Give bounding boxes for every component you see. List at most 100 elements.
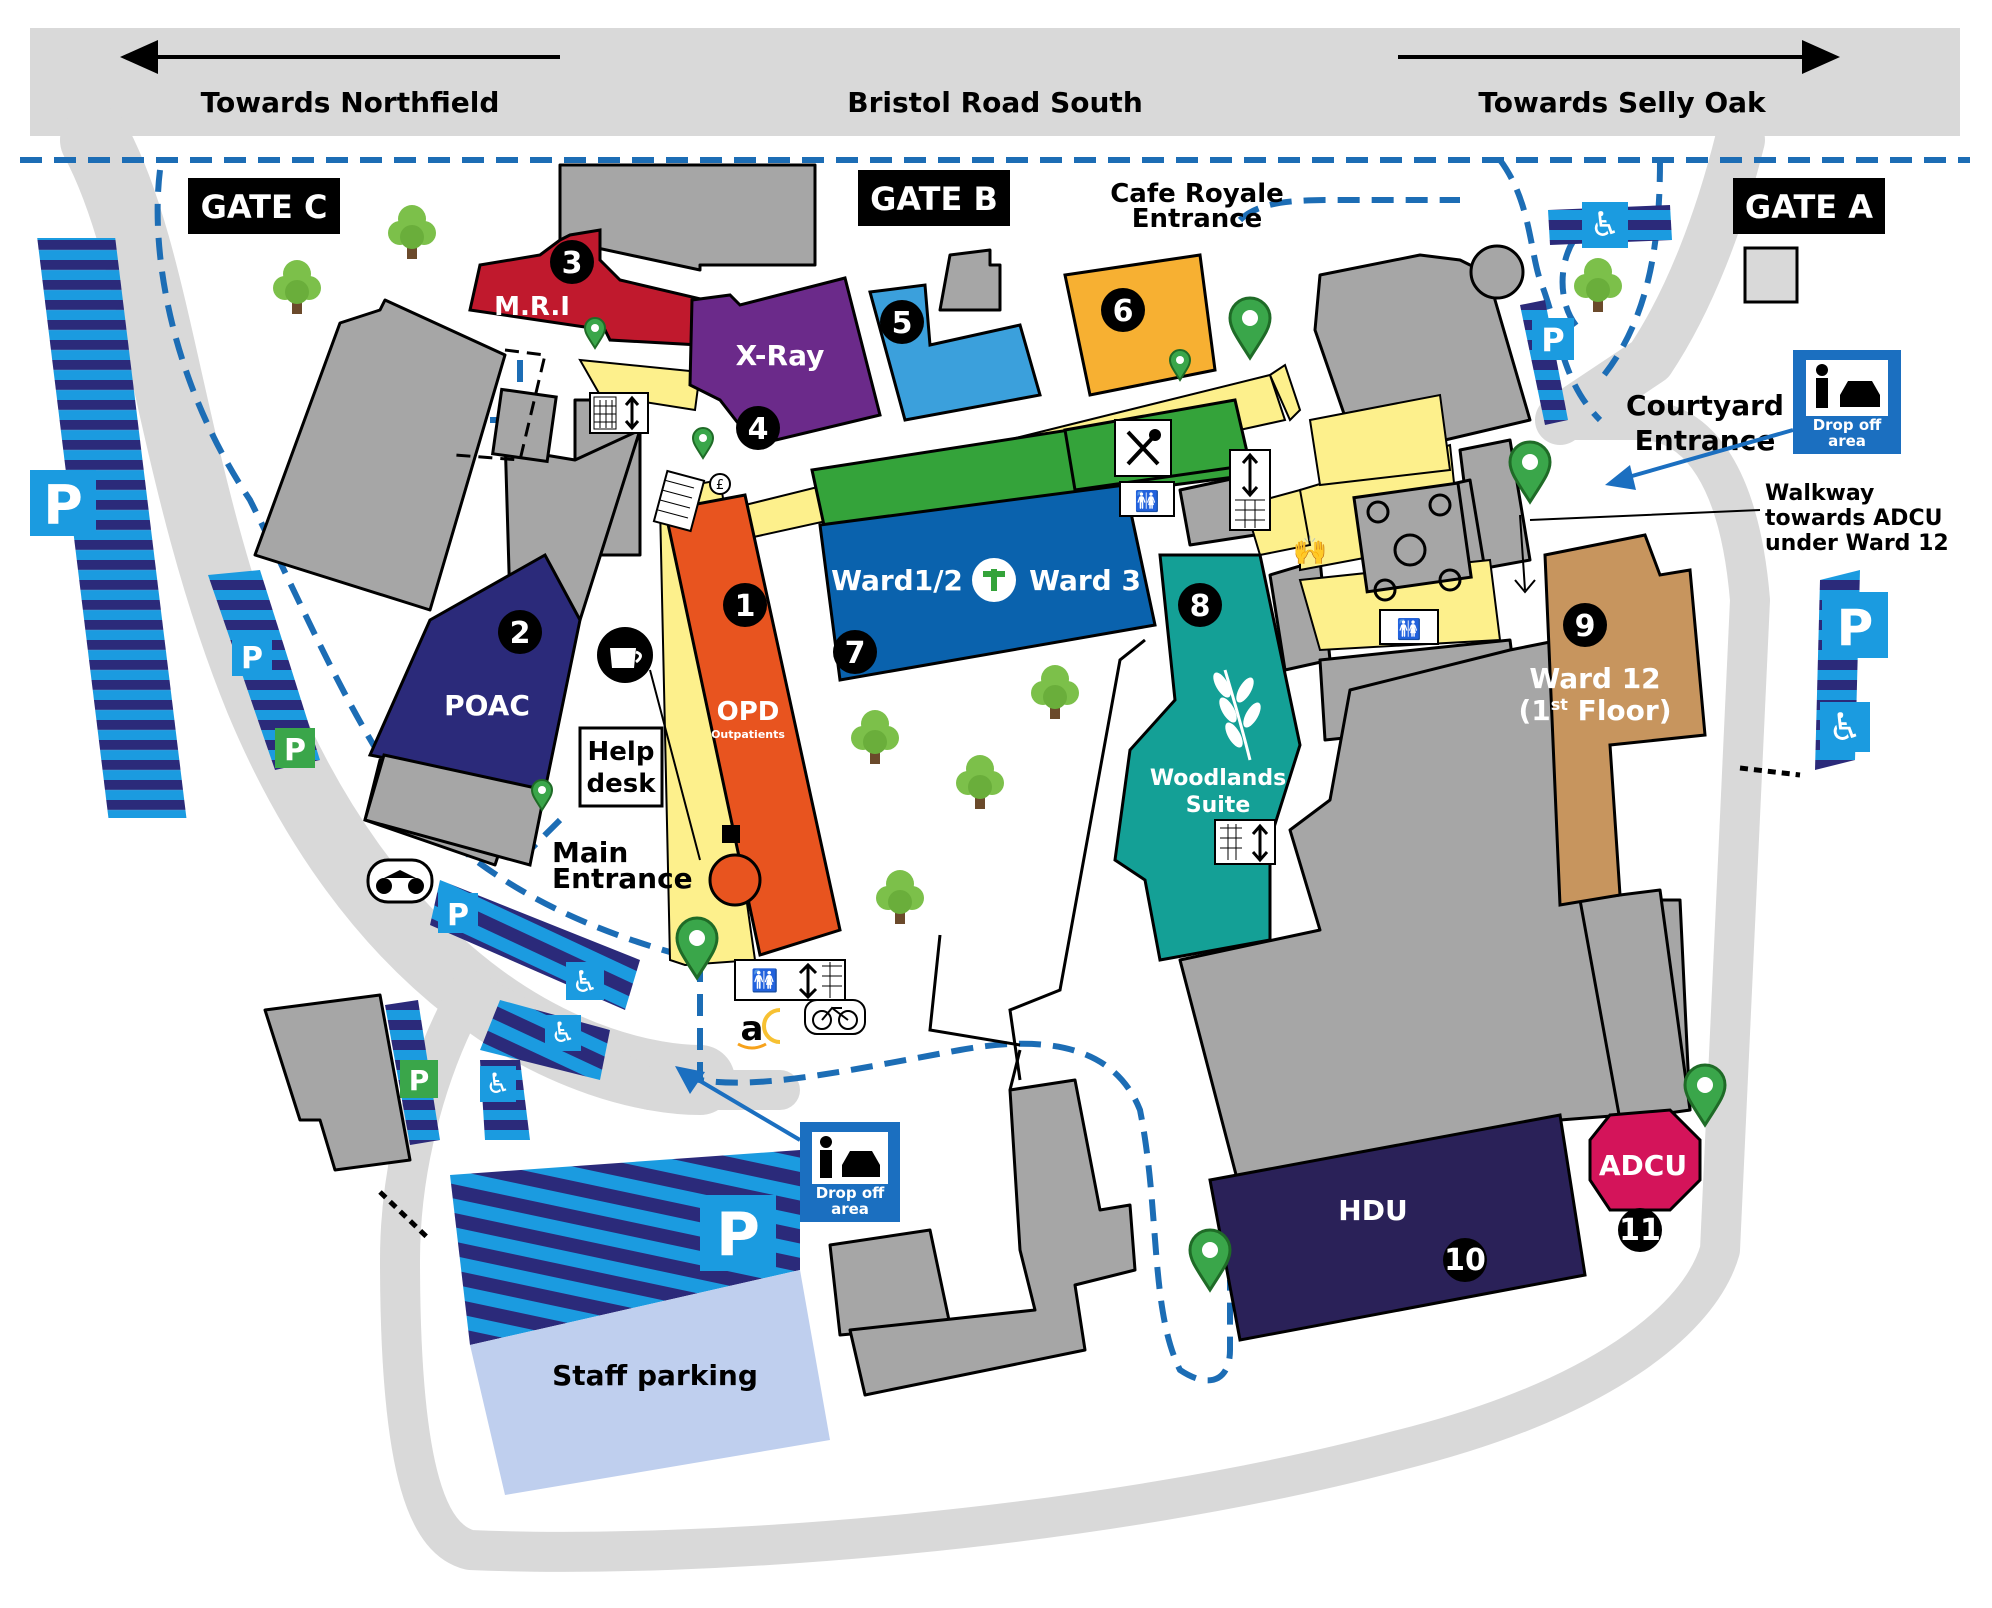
disabled-symbol: ♿ <box>572 965 599 1000</box>
gate-a-label-box <box>1733 178 1885 234</box>
building-opd <box>663 493 842 957</box>
stairs-icon <box>652 469 706 533</box>
walkway-pointer <box>1514 509 1761 594</box>
toilets-icon: 🚻 <box>1119 481 1175 517</box>
cafe-entrance-label-2: Entrance <box>1132 204 1263 234</box>
location-pin-icon <box>1188 1228 1232 1292</box>
drop-off-label-2: area <box>831 1200 869 1218</box>
building-numbers: 3 4 5 6 1 2 7 8 9 10 11 <box>498 240 1662 1282</box>
barrier-dotted <box>1739 765 1801 778</box>
building-number: 7 <box>845 636 866 671</box>
tree-icon <box>1031 665 1079 719</box>
ward12b-label-1: Ward 12 <box>1529 662 1660 695</box>
building-number: 2 <box>510 616 531 651</box>
building-xray <box>688 276 882 447</box>
svg-text:£: £ <box>716 478 724 493</box>
parking-letter: P <box>1541 321 1564 359</box>
svg-text:🚻: 🚻 <box>1135 489 1160 513</box>
mri-label: M.R.I <box>494 292 570 322</box>
main-entrance-label-2: Entrance <box>552 862 693 895</box>
gate-c-label: GATE C <box>201 188 328 226</box>
poac-label: POAC <box>444 689 530 722</box>
parking-letter: P <box>284 733 306 768</box>
disabled-icon <box>545 1015 581 1051</box>
gate-b-label-box <box>858 170 1010 226</box>
road-label-left: Towards Northfield <box>201 86 500 119</box>
location-pin-icon <box>675 916 719 980</box>
tree-icon <box>956 755 1004 809</box>
location-pin-icon <box>1228 296 1272 360</box>
disabled-icon <box>1582 202 1628 248</box>
building-number: 11 <box>1619 1213 1661 1248</box>
building-number: 3 <box>562 246 583 281</box>
disabled-symbol: ♿ <box>1590 205 1620 245</box>
xray-label: X-Ray <box>736 339 825 372</box>
help-desk-label-2: desk <box>586 769 656 799</box>
building-hdu <box>1208 1113 1587 1342</box>
disabled-symbol: ♿ <box>485 1067 510 1100</box>
drop-off-label-1: Drop off <box>1813 416 1882 434</box>
walkway-label-3: under Ward 12 <box>1765 531 1949 556</box>
parking-icon <box>1532 318 1574 360</box>
tree-icon <box>851 710 899 764</box>
drop-off-arrow <box>1617 428 1794 482</box>
cafe-entrance-label-1: Cafe Royale <box>1110 179 1284 209</box>
ward12b-label-2: (1st Floor) <box>1518 694 1671 727</box>
gate-a-label: GATE A <box>1745 188 1873 226</box>
woodlands-label-1: Woodlands <box>1150 766 1286 791</box>
walkway-label-2: towards ADCU <box>1765 506 1942 531</box>
staff-parking-label: Staff parking <box>552 1359 758 1392</box>
parking-letter: P <box>1837 599 1874 657</box>
building-number: 8 <box>1190 589 1211 624</box>
parking-strip-left <box>37 238 187 818</box>
tree-icon <box>388 205 436 259</box>
disabled-symbol: ♿ <box>550 1016 575 1049</box>
disabled-icon <box>566 962 604 1000</box>
adcu-label: ADCU <box>1599 1149 1687 1182</box>
courtyard-garden <box>1352 481 1473 594</box>
restaurant-icon <box>1114 419 1172 477</box>
main-entrance-door <box>708 853 762 907</box>
main-entrance-label-1: Main <box>552 836 628 869</box>
building-number: 9 <box>1575 609 1596 644</box>
building-poac-grey <box>363 753 547 867</box>
help-desk-box <box>578 726 664 808</box>
parking-icon <box>232 636 272 676</box>
leaf-icon <box>1213 669 1261 761</box>
hands-icon: 🙌 <box>1293 534 1328 567</box>
bicycle-icon <box>804 999 866 1035</box>
disabled-symbol: ♿ <box>1828 705 1862 749</box>
building-6 <box>1063 253 1217 397</box>
lift-icon <box>589 392 649 434</box>
arrow-right-head <box>1802 40 1840 74</box>
parking-letter: P <box>241 641 263 676</box>
parking-icon <box>438 893 478 933</box>
help-desk-label-1: Help <box>588 737 655 767</box>
courtyard-fountain <box>1393 533 1427 567</box>
courtyard-entrance-label-1: Courtyard <box>1626 389 1784 422</box>
gate-b-label: GATE B <box>870 180 998 218</box>
building-number: 10 <box>1444 1243 1486 1278</box>
dashed-outline <box>454 348 547 462</box>
walkway-label-1: Walkway <box>1765 481 1874 506</box>
gate-c-label-box <box>188 178 340 234</box>
toilets-icon: 🚻 <box>734 959 846 1001</box>
drop-off-arrow <box>688 1073 802 1142</box>
parking-letter-left: P <box>43 474 83 537</box>
round-tower <box>1469 244 1525 300</box>
tree-icon <box>273 260 321 314</box>
parking-icon-green <box>275 728 315 768</box>
svg-text:🚻: 🚻 <box>751 968 778 994</box>
building-number: 4 <box>748 412 769 447</box>
drop-off-label-2: area <box>1828 432 1866 450</box>
parking-icon <box>1822 592 1888 658</box>
building-adcu <box>1588 1108 1702 1212</box>
help-desk-pointer <box>649 669 701 861</box>
amazon-locker-icon: a <box>737 1008 781 1050</box>
disabled-icon <box>480 1066 516 1102</box>
svg-text:🚻: 🚻 <box>1397 617 1422 641</box>
drop-off-label-1: Drop off <box>816 1184 885 1202</box>
hdu-label: HDU <box>1338 1194 1407 1227</box>
gate-a-kiosk <box>1743 246 1799 304</box>
